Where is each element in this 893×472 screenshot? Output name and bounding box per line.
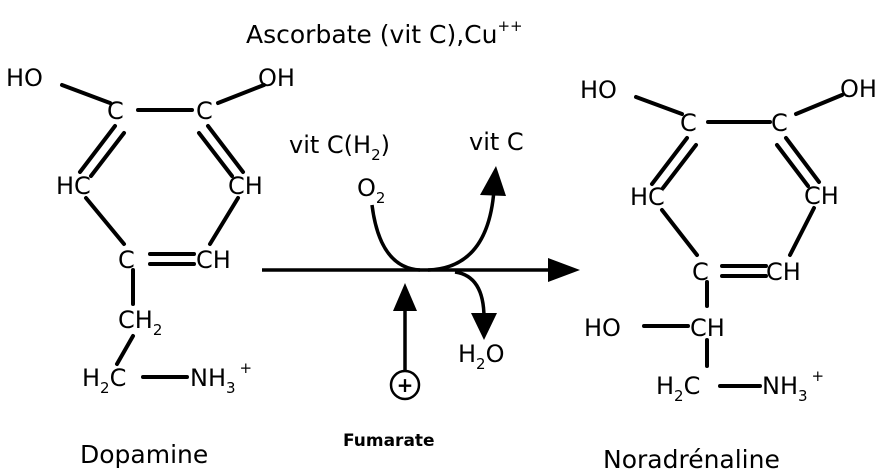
vitc-arrow-head (480, 166, 506, 196)
noradrenaline-c-ring: C (692, 258, 709, 286)
dopamine-hc: HC (56, 172, 91, 200)
catalyst-label: Ascorbate (vit C),Cu++ (246, 17, 523, 49)
dopamine-structure: HO OH C C HC CH C CH CH2 H2C NH3+ Dopami… (6, 64, 295, 469)
o2-label: O2 (357, 174, 385, 207)
noradrenaline-c1: C (680, 109, 697, 137)
noradrenaline-nh3: NH3+ (762, 367, 824, 405)
noradrenaline-name: Noradrénaline (603, 445, 780, 472)
noradrenaline-c2: C (771, 109, 788, 137)
vitc-label: vit C (469, 128, 524, 156)
dopamine-nh3: NH3+ (190, 359, 252, 397)
main-arrow-head (548, 258, 580, 282)
dopamine-c1: C (107, 97, 124, 125)
noradrenaline-hc: HC (630, 183, 665, 211)
dopamine-ch2: CH2 (118, 306, 162, 339)
dopamine-ho: HO (6, 64, 43, 92)
h2o-arrow-head (471, 313, 497, 340)
noradrenaline-ho: HO (580, 76, 617, 104)
noradrenaline-ho-side: HO (584, 314, 621, 342)
noradrenaline-oh: OH (840, 75, 877, 103)
noradrenaline-ch-side: CH (690, 314, 725, 342)
dopamine-ch: CH (228, 172, 263, 200)
reaction-arrows (262, 166, 580, 401)
noradrenaline-ch-ring: CH (766, 258, 801, 286)
dopamine-name: Dopamine (80, 440, 208, 469)
dopamine-h2c: H2C (82, 364, 126, 397)
activation-arrow-head (393, 283, 417, 311)
h2o-label: H2O (458, 340, 504, 373)
noradrenaline-ch: CH (804, 182, 839, 210)
noradrenaline-structure: HO OH C C HC CH C CH HO CH H2C NH3+ Nora… (580, 75, 877, 472)
noradrenaline-h2c: H2C (656, 372, 700, 405)
plus-symbol: + (397, 373, 414, 397)
fumarate-label: Fumarate (343, 431, 435, 451)
dopamine-c-ring: C (118, 246, 135, 274)
plus-circle-icon (389, 369, 421, 401)
dopamine-c2: C (196, 97, 213, 125)
vitch2-label: vit C(H2) (289, 131, 390, 164)
dopamine-oh: OH (258, 64, 295, 92)
dopamine-ch-ring: CH (196, 246, 231, 274)
